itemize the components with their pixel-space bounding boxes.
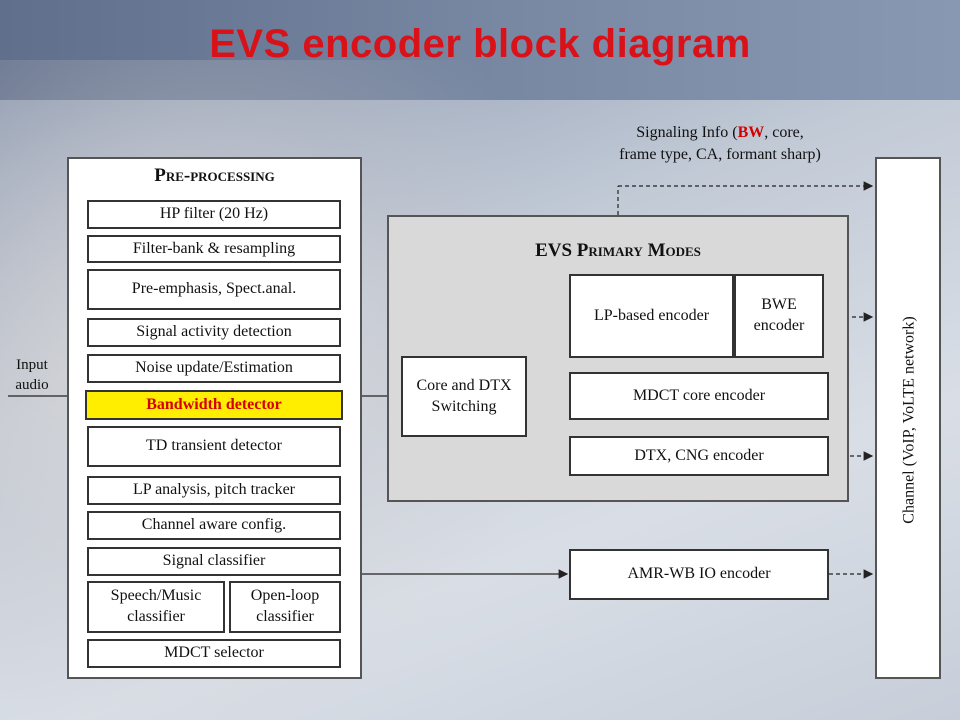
signaling-info-label: Signaling Info (BW, core, frame type, CA… xyxy=(619,124,821,164)
bwe-encoder-block: BWE encoder xyxy=(734,274,824,358)
td-transient-block: TD transient detector xyxy=(87,426,341,467)
channel-label: Channel (VoIP, VoLTE network) xyxy=(901,316,918,524)
amr-wb-io-encoder-block: AMR-WB IO encoder xyxy=(569,549,829,600)
lp-based-encoder-block: LP-based encoder xyxy=(569,274,734,358)
lp-analysis-block: LP analysis, pitch tracker xyxy=(87,476,341,505)
noise-update-block: Noise update/Estimation xyxy=(87,354,341,383)
open-loop-classifier-block: Open-loop classifier xyxy=(229,581,341,633)
filter-bank-block: Filter-bank & resampling xyxy=(87,235,341,263)
signal-activity-block: Signal activity detection xyxy=(87,318,341,347)
mdct-selector-block: MDCT selector xyxy=(87,639,341,668)
input-audio-label: Input audio xyxy=(15,357,49,393)
hp-filter-block: HP filter (20 Hz) xyxy=(87,200,341,229)
primary-modes-heading: EVS Primary Modes xyxy=(535,240,701,261)
page-title: EVS encoder block diagram xyxy=(209,22,751,66)
signal-classifier-block: Signal classifier xyxy=(87,547,341,576)
channel-aware-block: Channel aware config. xyxy=(87,511,341,540)
preprocessing-heading: Pre-processing xyxy=(154,165,275,186)
channel-panel: Channel (VoIP, VoLTE network) xyxy=(875,157,941,679)
core-dtx-switching-block: Core and DTX Switching xyxy=(401,356,527,437)
mdct-core-encoder-block: MDCT core encoder xyxy=(569,372,829,420)
dtx-cng-encoder-block: DTX, CNG encoder xyxy=(569,436,829,476)
pre-emphasis-block: Pre-emphasis, Spect.anal. xyxy=(87,269,341,310)
bandwidth-detector-block: Bandwidth detector xyxy=(85,390,343,420)
speech-music-classifier-block: Speech/Music classifier xyxy=(87,581,225,633)
